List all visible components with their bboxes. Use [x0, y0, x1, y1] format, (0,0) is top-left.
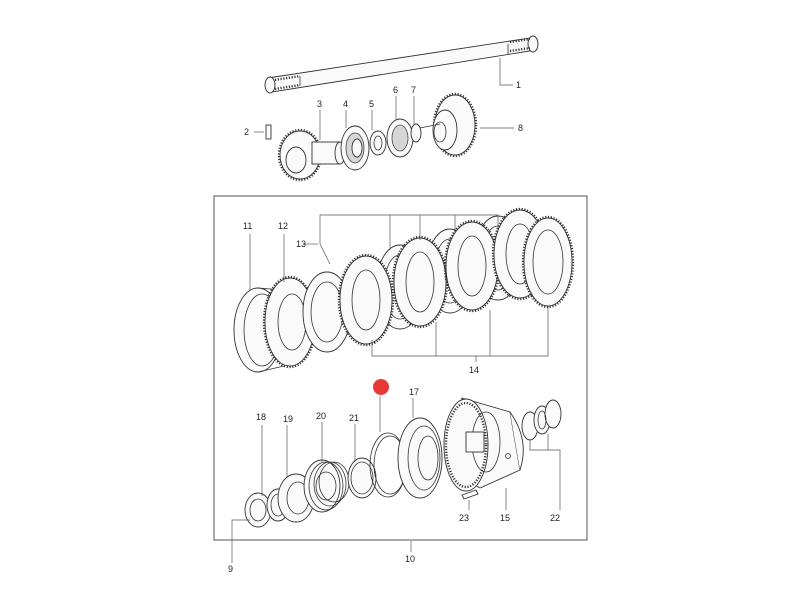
- snap-ring-21[interactable]: [347, 457, 377, 499]
- callout-21[interactable]: 21: [349, 413, 359, 423]
- pin-23[interactable]: [461, 489, 479, 500]
- callout-11[interactable]: 11: [243, 221, 252, 231]
- callout-22[interactable]: 22: [550, 513, 560, 523]
- callout-12[interactable]: 12: [278, 221, 288, 231]
- spring-pack-20[interactable]: [303, 459, 350, 513]
- callout-14[interactable]: 14: [469, 365, 479, 375]
- callout-20[interactable]: 20: [316, 411, 326, 421]
- bottom-leaders: [231, 396, 561, 563]
- callout-10[interactable]: 10: [405, 554, 415, 564]
- rings-22[interactable]: [521, 399, 562, 441]
- washer[interactable]: [410, 123, 422, 143]
- bracket-leaders: [249, 214, 549, 362]
- piston-17[interactable]: [397, 417, 443, 499]
- callout-17[interactable]: 17: [409, 387, 419, 397]
- callout-3[interactable]: 3: [317, 99, 322, 109]
- callout-13[interactable]: 13: [296, 239, 306, 249]
- clutch-housing-15[interactable]: [443, 397, 524, 492]
- bearing[interactable]: [340, 125, 370, 171]
- callout-23[interactable]: 23: [459, 513, 469, 523]
- clutch-plates-friction[interactable]: [337, 207, 575, 347]
- callout-15[interactable]: 15: [500, 513, 510, 523]
- callout-4[interactable]: 4: [343, 99, 348, 109]
- callout-2[interactable]: 2: [244, 127, 249, 137]
- bearing-2[interactable]: [386, 118, 414, 158]
- callout-5[interactable]: 5: [369, 99, 374, 109]
- ring-gear[interactable]: [419, 92, 478, 158]
- shaft[interactable]: [264, 35, 539, 94]
- callout-18[interactable]: 18: [256, 412, 266, 422]
- hotspot-marker[interactable]: [373, 379, 389, 395]
- drive-gear[interactable]: [277, 128, 346, 182]
- pin[interactable]: [265, 124, 272, 140]
- callout-1[interactable]: 1: [516, 80, 521, 90]
- callout-7[interactable]: 7: [411, 85, 416, 95]
- group-frame: [213, 195, 588, 541]
- callout-8[interactable]: 8: [518, 123, 523, 133]
- callout-9[interactable]: 9: [228, 564, 233, 574]
- callout-19[interactable]: 19: [283, 414, 293, 424]
- spacer-ring[interactable]: [369, 130, 387, 156]
- callout-6[interactable]: 6: [393, 85, 398, 95]
- top-leaders: [254, 58, 514, 140]
